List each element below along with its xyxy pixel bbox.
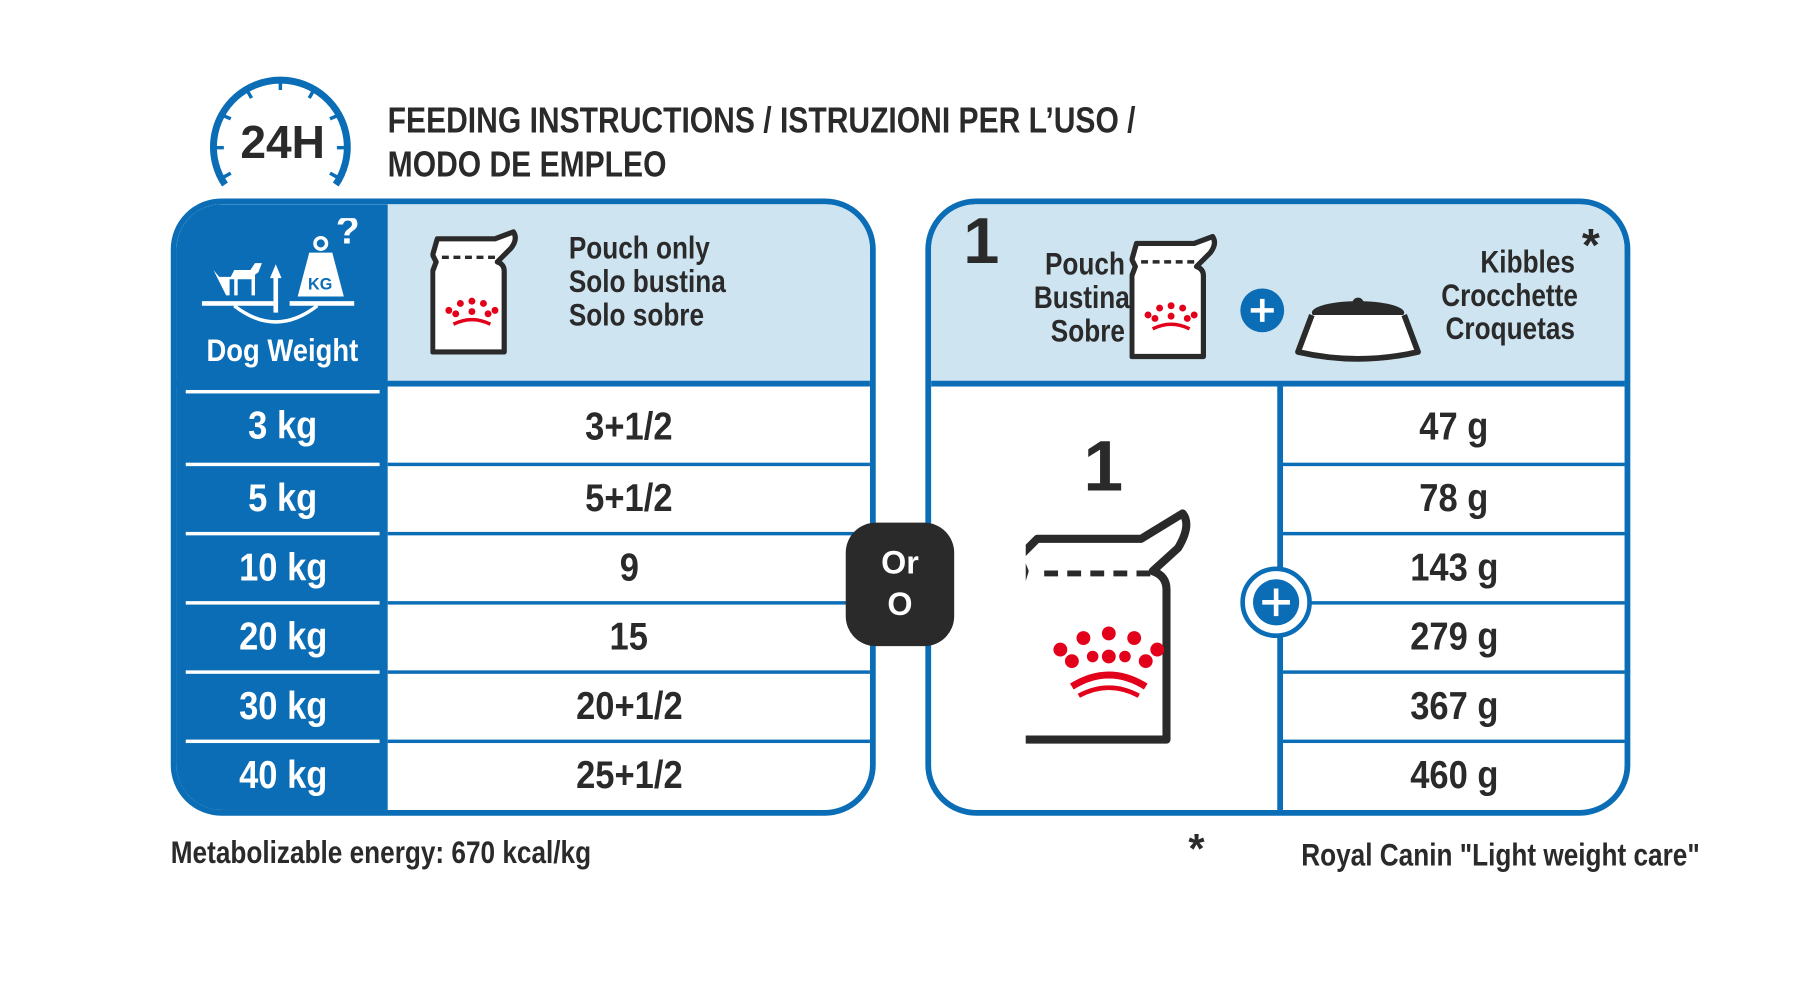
title-line-1: FEEDING INSTRUCTIONS / ISTRUZIONI PER L’… [387, 100, 1136, 141]
weight-cell: 40 kg [185, 739, 380, 809]
pouch-icon [1129, 233, 1218, 360]
kibble-cell: 78 g [1283, 462, 1625, 532]
pouch-count: 1 [963, 204, 1000, 277]
pouch-only-header: Pouch only Solo bustina Solo sobre [568, 230, 726, 333]
large-pouch-icon [1025, 509, 1191, 744]
kibble-cell: 279 g [1283, 601, 1625, 670]
dog-weight-scale-icon: ? KG [201, 218, 360, 324]
kibble-cell: 143 g [1283, 531, 1625, 601]
pouch-cell: 25+1/2 [387, 739, 870, 809]
weight-cell: 3 kg [185, 389, 380, 459]
24h-clock-icon [209, 76, 351, 187]
question-mark: ? [336, 218, 360, 252]
weight-cell: 20 kg [185, 601, 380, 670]
weight-cell: 5 kg [185, 462, 380, 532]
footnote: Royal Canin "Light weight care" [1301, 837, 1700, 873]
kibble-cell: 367 g [1283, 670, 1625, 739]
kibbles-header: Kibbles Crocchette Croquetas [1441, 244, 1578, 347]
pouch-only-table: ? KG Dog Weight Pouch only Solo bustina … [170, 198, 876, 816]
mixed-feeding-table: 1 Pouch Bustina Sobre * Kibbles Crocchet… [925, 198, 1631, 816]
plus-icon [1240, 288, 1285, 333]
kibble-cell: 47 g [1419, 404, 1489, 449]
or-badge: Or O [845, 522, 955, 647]
weight-cell: 30 kg [185, 670, 380, 739]
pouch-cell: 3+1/2 [585, 404, 673, 449]
pouch-big-count: 1 [1083, 426, 1124, 507]
pouch-cell: 20+1/2 [387, 670, 870, 739]
pouch-cell: 9 [387, 531, 870, 601]
title-line-2: MODO DE EMPLEO [387, 144, 667, 185]
pouch-header: Pouch Bustina Sobre [1033, 246, 1130, 349]
asterisk: * [1581, 220, 1600, 272]
pouch-cell: 15 [387, 601, 870, 670]
kg-label: KG [308, 276, 332, 294]
metabolizable-energy: Metabolizable energy: 670 kcal/kg [170, 835, 592, 870]
pouch-cell: 5+1/2 [387, 462, 870, 532]
dog-weight-header: Dog Weight [206, 333, 358, 369]
kibble-bowl-icon [1295, 297, 1421, 362]
page-title: FEEDING INSTRUCTIONS / ISTRUZIONI PER L’… [388, 99, 1278, 187]
clock-label: 24H [240, 117, 326, 169]
pouch-icon [430, 229, 518, 355]
kibble-cell: 460 g [1283, 739, 1625, 809]
footnote-asterisk: * [1188, 824, 1205, 873]
weight-cell: 10 kg [185, 531, 380, 601]
plus-circle-icon [1240, 566, 1312, 639]
